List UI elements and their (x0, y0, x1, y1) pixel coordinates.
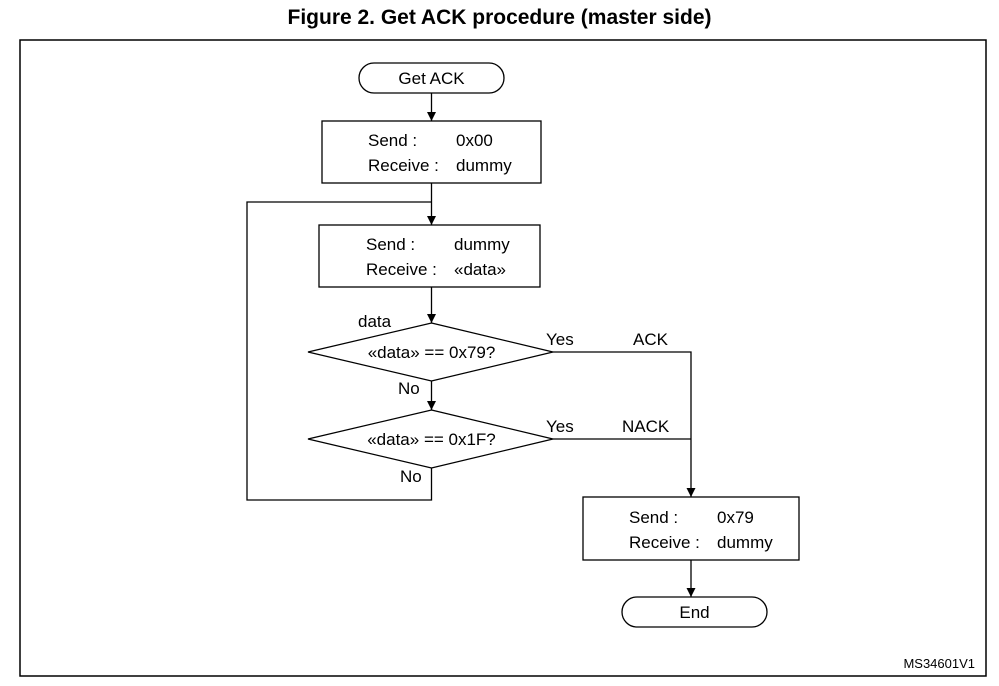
decision1-yes-label: Yes (546, 330, 574, 349)
process-box-2 (318, 224, 541, 288)
box2-send-value: dummy (454, 235, 510, 254)
figure-title: Figure 2. Get ACK procedure (master side… (287, 6, 712, 29)
figure-frame (19, 39, 987, 677)
box1-send-value: 0x00 (456, 131, 493, 150)
box2-receive-value: «data» (454, 260, 506, 279)
decision1-no-label: No (398, 379, 420, 398)
box3-receive-value: dummy (717, 533, 773, 552)
decision2-no-label: No (400, 467, 422, 486)
end-label: End (679, 603, 709, 622)
loop-back-line (246, 201, 433, 501)
box2-receive-label: Receive : (366, 260, 437, 279)
box3-send-label: Send : (629, 508, 678, 527)
box1-receive-label: Receive : (368, 156, 439, 175)
data-label: data (358, 312, 392, 331)
start-label: Get ACK (398, 69, 465, 88)
reference-code: MS34601V1 (903, 656, 975, 671)
decision1-text: «data» == 0x79? (368, 343, 496, 362)
decision2-yes-label: Yes (546, 417, 574, 436)
decision2-text: «data» == 0x1F? (367, 430, 496, 449)
box3-send-value: 0x79 (717, 508, 754, 527)
yes-ack-line (553, 351, 696, 497)
nack-label: NACK (622, 417, 670, 436)
box1-send-label: Send : (368, 131, 417, 150)
end-terminator (621, 596, 768, 628)
box2-send-label: Send : (366, 235, 415, 254)
box3-receive-label: Receive : (629, 533, 700, 552)
ack-label: ACK (633, 330, 669, 349)
process-box-3 (582, 496, 800, 561)
box1-receive-value: dummy (456, 156, 512, 175)
